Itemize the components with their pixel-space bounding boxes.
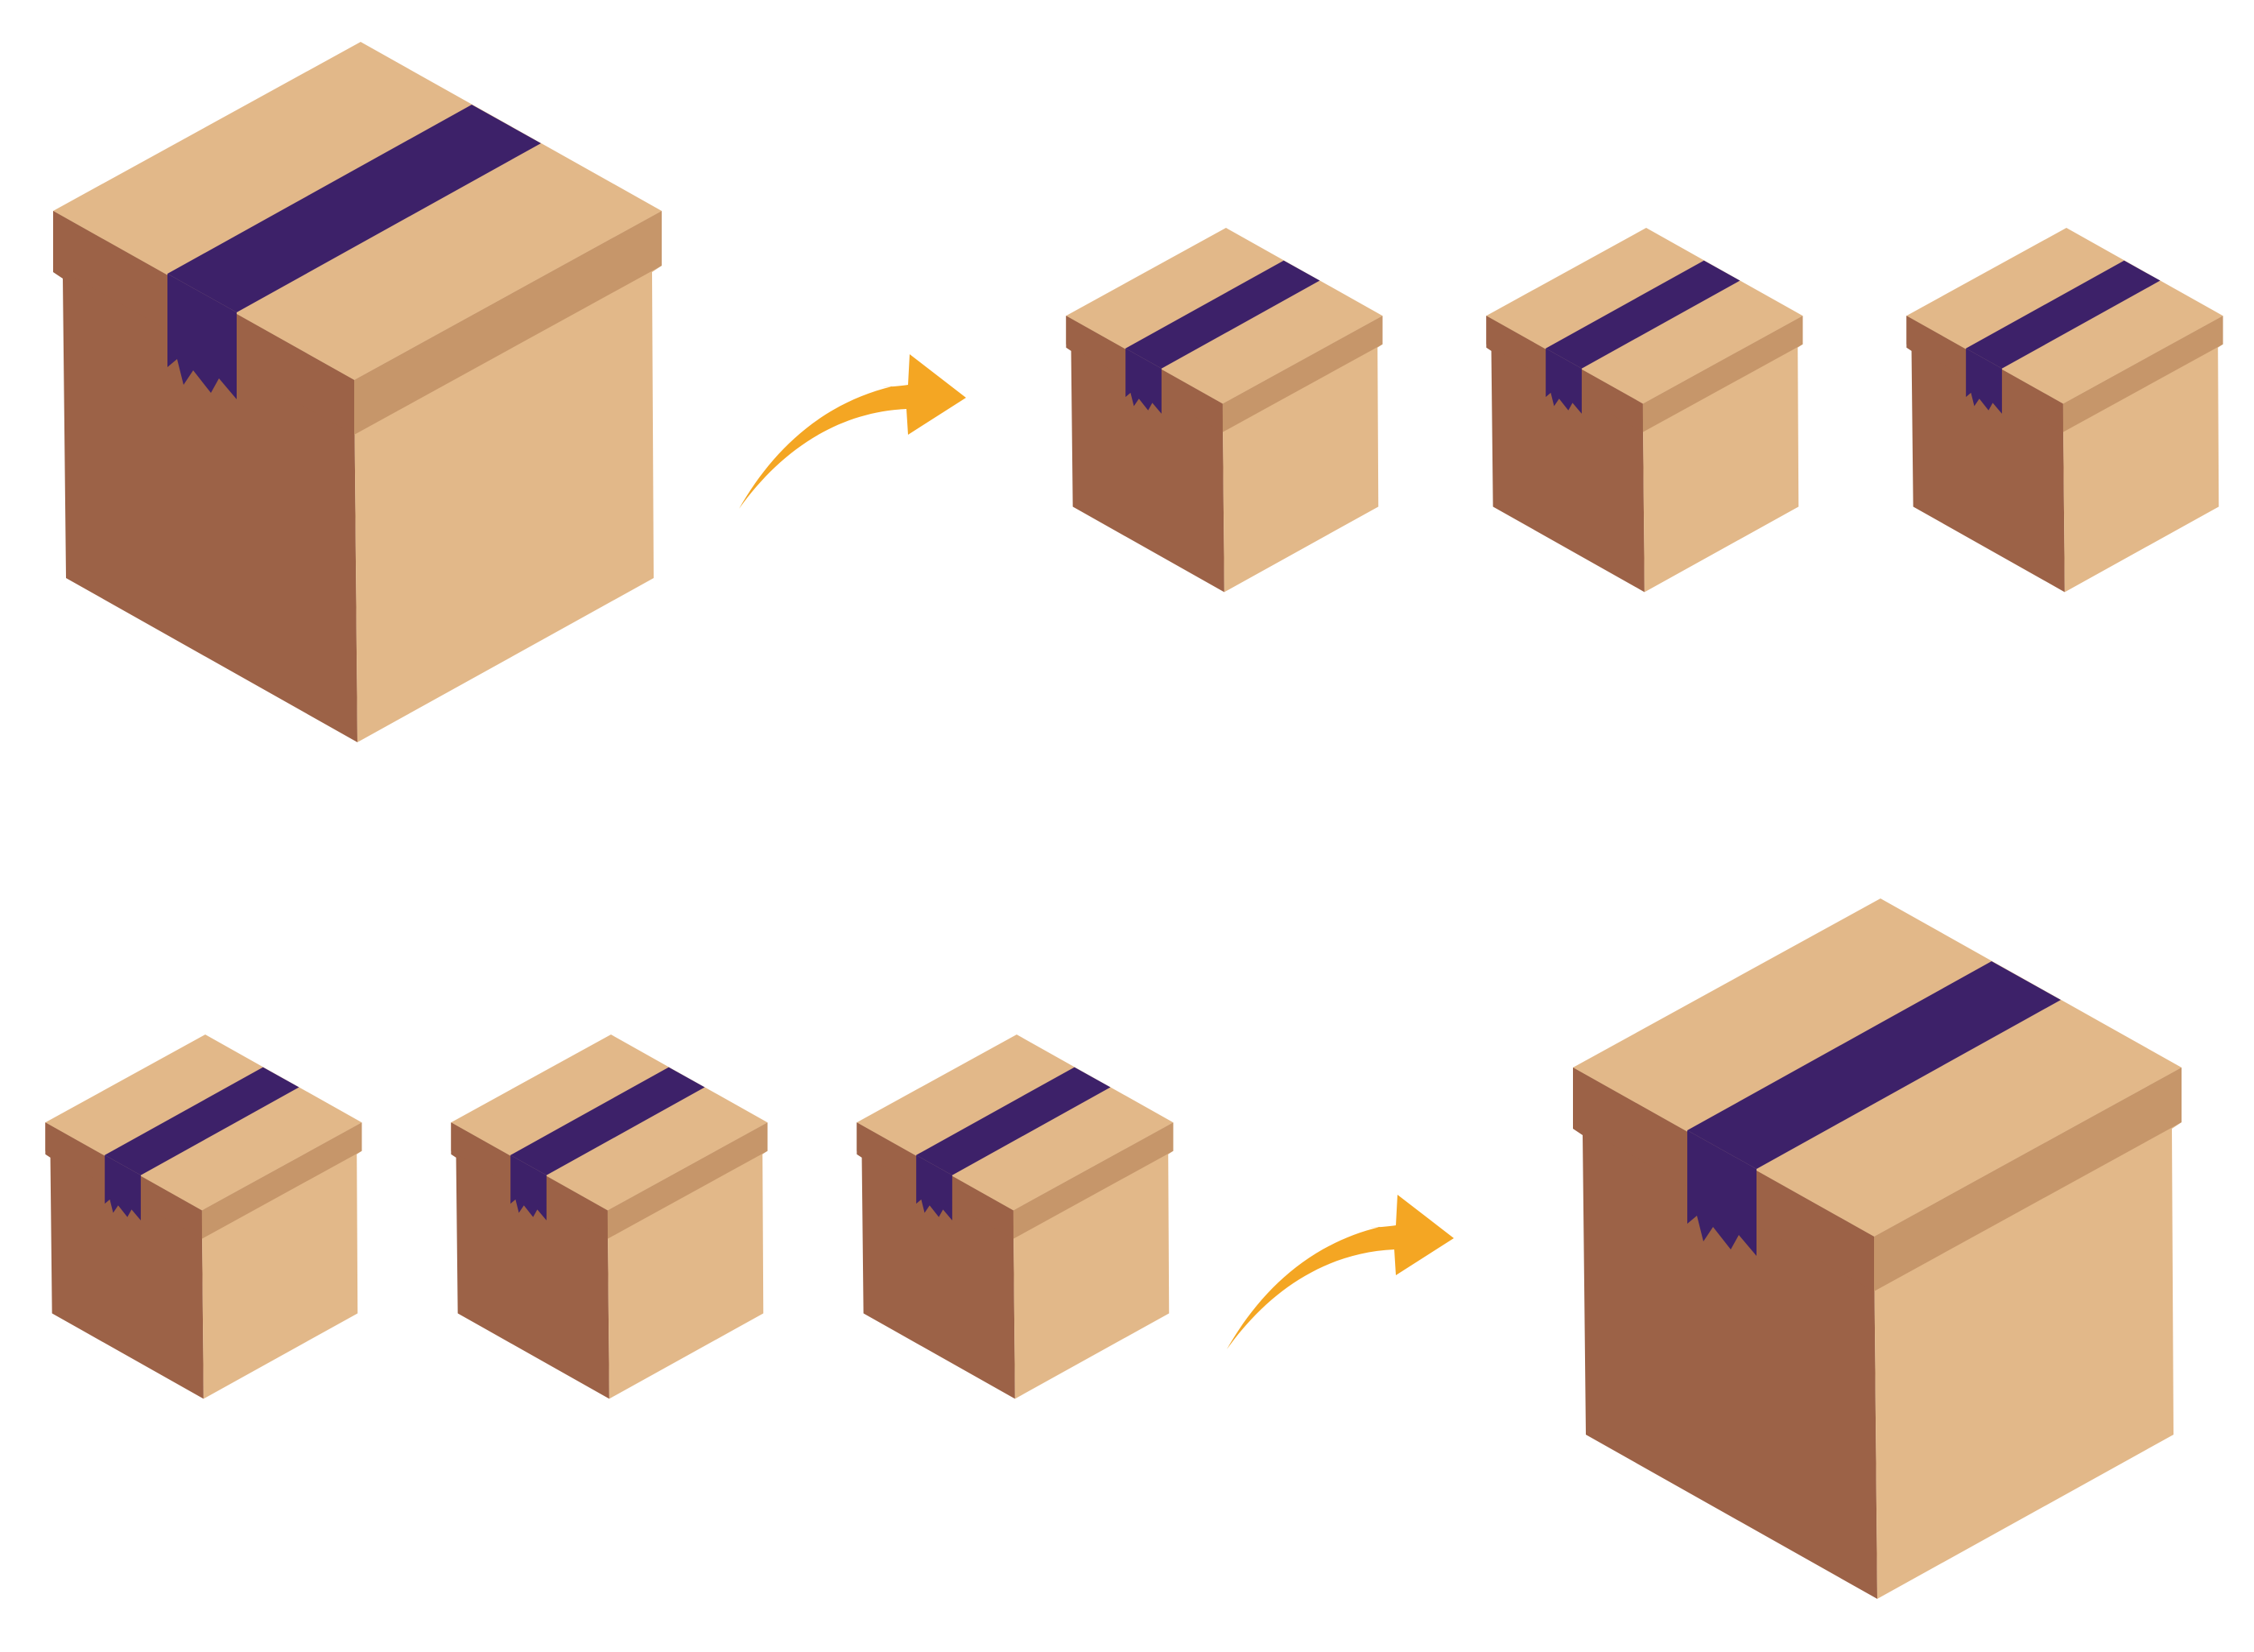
curved-arrow-icon [739,354,966,509]
large-box-icon-2 [1573,898,2182,1599]
row-combine [45,898,2182,1599]
small-box-icon-3 [1906,228,2223,593]
small-box-icon-4 [45,1035,362,1399]
large-box-icon [53,42,662,742]
curved-arrow-icon-2 [1227,1195,1454,1349]
small-box-icon-1 [1066,228,1383,593]
small-box-icon-5 [451,1035,768,1399]
row-split [53,42,2223,742]
small-box-icon-6 [857,1035,1174,1399]
small-box-icon-2 [1486,228,1803,593]
